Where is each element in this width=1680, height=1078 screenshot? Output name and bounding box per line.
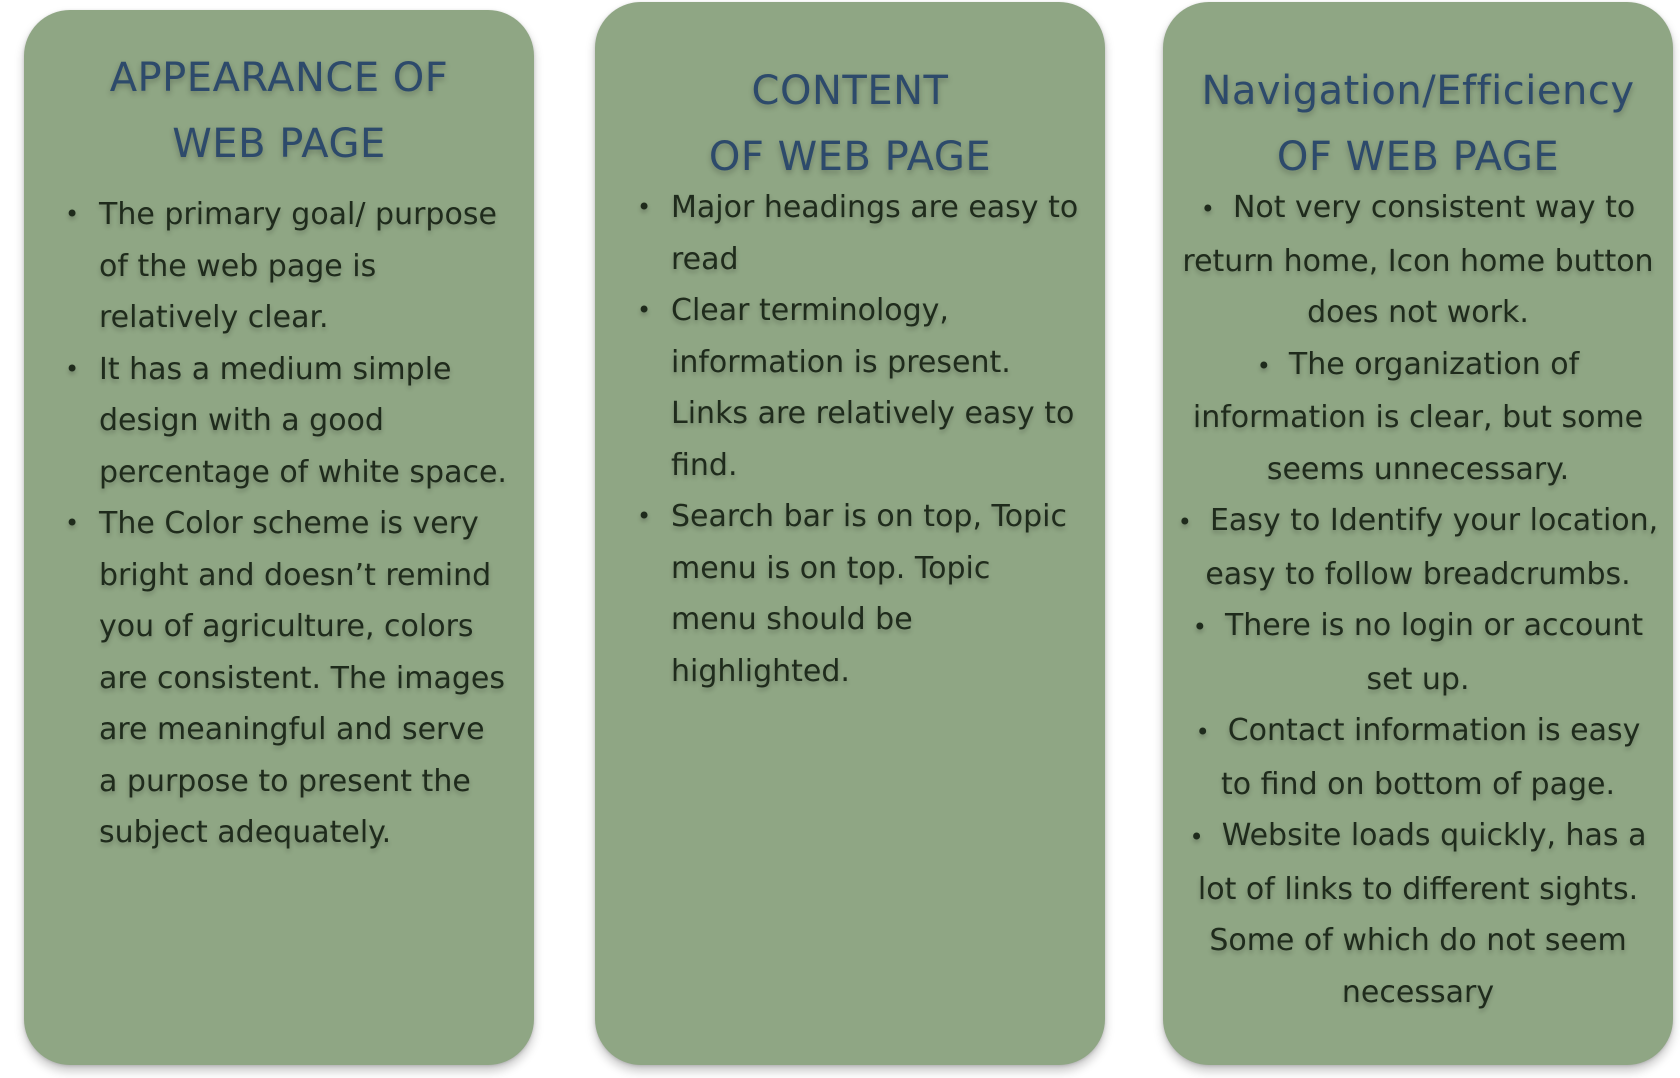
content-bullet-list: • Major headings are easy to read • Clear … bbox=[595, 182, 1105, 697]
list-item: • Major headings are easy to read bbox=[637, 182, 1085, 285]
list-item-text: Contact information is easy to find on b… bbox=[1221, 713, 1641, 802]
bullet-icon: • bbox=[1256, 351, 1271, 380]
list-item: •Website loads quickly, has a lot of lin… bbox=[1177, 810, 1659, 1018]
navigation-bullet-list: •Not very consistent way to return home,… bbox=[1163, 182, 1673, 1018]
list-item-text: Website loads quickly, has a lot of link… bbox=[1197, 818, 1647, 1010]
list-item: •Not very consistent way to return home,… bbox=[1177, 182, 1659, 339]
list-item-text: The Color scheme is very bright and does… bbox=[99, 506, 505, 850]
list-item: • It has a medium simple design with a go… bbox=[65, 344, 512, 499]
bullet-icon: • bbox=[65, 200, 80, 228]
list-item: • The primary goal/ purpose of the web pa… bbox=[65, 189, 512, 344]
bullet-icon: • bbox=[1177, 508, 1192, 536]
content-title: CONTENT OF WEB PAGE bbox=[595, 2, 1105, 190]
list-item: • The Color scheme is very bright and doe… bbox=[65, 498, 512, 859]
title-line: OF WEB PAGE bbox=[708, 134, 992, 180]
appearance-title: APPEARANCE OF WEB PAGE bbox=[24, 10, 534, 177]
bullet-icon: • bbox=[637, 502, 652, 530]
bullet-icon: • bbox=[1195, 718, 1210, 746]
list-item-text: There is no login or account set up. bbox=[1224, 608, 1644, 697]
bullet-icon: • bbox=[637, 193, 652, 221]
bullet-icon: • bbox=[1189, 823, 1204, 851]
title-line: WEB PAGE bbox=[172, 121, 386, 167]
bullet-icon: • bbox=[65, 509, 80, 537]
bullet-icon: • bbox=[637, 296, 652, 324]
bullet-icon: • bbox=[1200, 195, 1215, 223]
list-item-text: The organization of information is clear… bbox=[1192, 346, 1644, 487]
content-card: CONTENT OF WEB PAGE • Major headings are … bbox=[595, 2, 1105, 1065]
list-item-text: Clear terminology, information is presen… bbox=[671, 293, 1075, 483]
list-item-text: Easy to Identify your location, easy to … bbox=[1205, 503, 1659, 592]
list-item: • Search bar is on top, Topic menu is on … bbox=[637, 491, 1085, 697]
navigation-card: Navigation/Efficiency OF WEB PAGE •Not v… bbox=[1163, 2, 1673, 1065]
list-item-text: Search bar is on top, Topic menu is on t… bbox=[671, 499, 1067, 689]
appearance-bullet-list: • The primary goal/ purpose of the web pa… bbox=[24, 189, 534, 859]
list-item-text: The primary goal/ purpose of the web pag… bbox=[99, 197, 497, 335]
bullet-icon: • bbox=[65, 354, 80, 383]
navigation-title: Navigation/Efficiency OF WEB PAGE bbox=[1163, 2, 1673, 190]
list-item: •The organization of information is clea… bbox=[1177, 339, 1659, 496]
title-line: CONTENT bbox=[751, 68, 949, 114]
list-item-text: Not very consistent way to return home, … bbox=[1182, 190, 1654, 330]
list-item: • There is no login or account set up. bbox=[1177, 600, 1659, 705]
bullet-icon: • bbox=[1192, 613, 1207, 641]
list-item: • Easy to Identify your location, easy to… bbox=[1177, 495, 1659, 600]
list-item: • Contact information is easy to find on … bbox=[1177, 705, 1659, 810]
appearance-card: APPEARANCE OF WEB PAGE • The primary goal… bbox=[24, 10, 534, 1065]
list-item: • Clear terminology, information is prese… bbox=[637, 285, 1085, 491]
list-item-text: It has a medium simple design with a goo… bbox=[99, 351, 507, 490]
list-item-text: Major headings are easy to read bbox=[671, 190, 1079, 277]
title-line: Navigation/Efficiency bbox=[1201, 68, 1635, 114]
title-line: APPEARANCE OF bbox=[109, 55, 449, 101]
title-line: OF WEB PAGE bbox=[1276, 134, 1560, 180]
